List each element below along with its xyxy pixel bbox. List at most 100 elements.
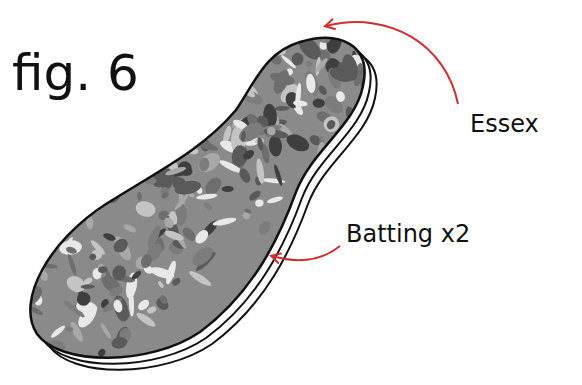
camo-blob <box>354 25 371 39</box>
camo-blob <box>23 339 44 350</box>
camo-blob <box>263 127 289 140</box>
camo-blob <box>236 119 266 146</box>
camo-blob <box>221 186 233 193</box>
camo-blob <box>171 277 182 288</box>
camo-blob <box>237 87 265 108</box>
camo-blob <box>111 264 127 282</box>
camo-blob <box>102 232 117 243</box>
camo-blob <box>384 47 403 70</box>
camo-blob <box>36 360 56 379</box>
camo-blob <box>55 380 73 385</box>
camo-blob <box>273 0 296 16</box>
camo-blob <box>157 280 165 289</box>
camo-blob <box>99 322 112 340</box>
camo-blob <box>198 157 210 172</box>
camo-blob <box>379 5 404 25</box>
camo-blob <box>145 224 162 249</box>
camo-blob <box>80 284 95 288</box>
camo-blob <box>297 3 309 20</box>
camo-blob <box>202 201 213 211</box>
camo-blob <box>160 191 170 200</box>
camo-blob <box>265 34 279 51</box>
camo-blob <box>88 252 97 261</box>
leader-arrow <box>326 22 458 104</box>
camo-blob <box>101 296 124 314</box>
camo-blob <box>302 8 330 14</box>
camo-blob <box>291 52 305 67</box>
camo-blob <box>2 361 19 374</box>
camo-blob <box>269 32 286 46</box>
camo-blob <box>0 334 6 348</box>
camo-blob <box>174 105 200 127</box>
camo-blob <box>206 113 217 123</box>
camo-blob <box>198 111 209 116</box>
camo-blob <box>257 137 265 151</box>
camo-blob <box>166 128 182 151</box>
camo-blob <box>164 106 187 122</box>
camo-blob <box>282 9 294 25</box>
camo-blob <box>0 299 7 319</box>
camo-blob <box>218 98 231 111</box>
camo-blob <box>284 131 312 155</box>
camo-blob <box>302 69 321 97</box>
camo-blob <box>304 18 318 30</box>
camo-blob <box>173 193 190 212</box>
camo-blob <box>193 228 211 246</box>
camo-blob <box>305 60 314 69</box>
camo-blob <box>391 98 401 109</box>
camo-blob <box>112 299 124 314</box>
camo-blob <box>141 127 158 137</box>
camo-blob <box>3 310 12 321</box>
camo-blob <box>273 164 284 187</box>
camo-blob <box>199 112 211 124</box>
camo-blob <box>50 324 67 339</box>
camo-blob <box>237 167 253 185</box>
camo-blob <box>317 84 328 96</box>
camo-blob <box>212 216 237 227</box>
camo-blob <box>275 106 290 111</box>
camo-blob <box>98 265 109 273</box>
camo-blob <box>314 57 330 74</box>
camo-blob <box>351 15 372 37</box>
camo-blob <box>325 31 344 55</box>
camo-blob <box>367 0 376 14</box>
camo-blob <box>46 357 74 374</box>
camo-blob <box>110 336 128 350</box>
camo-blob <box>271 68 293 96</box>
camo-blob <box>230 86 237 93</box>
camo-blob <box>255 199 264 207</box>
part-label: Batting x2 <box>346 222 470 246</box>
camo-blob <box>0 342 9 360</box>
camo-blob <box>169 138 191 149</box>
camo-blob <box>211 108 222 118</box>
camo-blob <box>171 176 187 192</box>
camo-blob <box>122 223 137 235</box>
camo-blob <box>108 285 125 298</box>
camo-blob <box>241 148 256 162</box>
camo-blob <box>68 320 85 343</box>
camo-blob <box>139 253 153 270</box>
camo-blob <box>158 294 169 306</box>
camo-blob <box>146 305 157 314</box>
camo-blob <box>243 29 254 41</box>
camo-blob <box>195 149 224 176</box>
camo-blob <box>311 7 328 17</box>
leader-arrow <box>272 246 340 260</box>
camo-blob <box>325 119 337 131</box>
camo-blob <box>248 189 263 203</box>
camo-blob <box>74 290 93 309</box>
camo-blob <box>162 216 175 230</box>
camo-blob <box>256 219 273 237</box>
camo-blob <box>65 326 74 333</box>
camo-blob <box>130 269 142 281</box>
figure-title: fig. 6 <box>12 48 139 98</box>
part-label: Essex <box>470 112 539 136</box>
camo-blob <box>65 246 78 255</box>
camo-blob <box>196 193 218 201</box>
camo-blob <box>279 13 299 31</box>
camo-blob <box>244 208 252 214</box>
camo-blob <box>80 372 107 385</box>
camo-blob <box>265 125 277 137</box>
camo-blob <box>66 253 78 276</box>
